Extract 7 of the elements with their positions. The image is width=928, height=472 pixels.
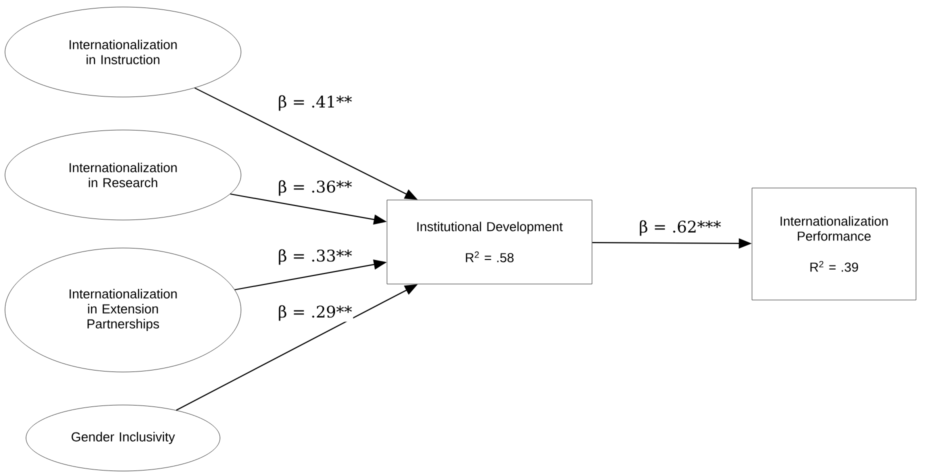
edge-label: β = .33** bbox=[276, 248, 354, 266]
edge-label: β = .41** bbox=[276, 94, 354, 112]
construct-box: Institutional Development R$^{2}$ = .58 bbox=[386, 200, 592, 284]
edge-label: β = .62*** bbox=[638, 219, 722, 237]
construct-box: Internationalization Performance R$^{2}$ = .39 bbox=[752, 188, 916, 300]
edge-label: β = .36** bbox=[276, 179, 354, 197]
edge-label: β = .29** bbox=[276, 304, 354, 322]
